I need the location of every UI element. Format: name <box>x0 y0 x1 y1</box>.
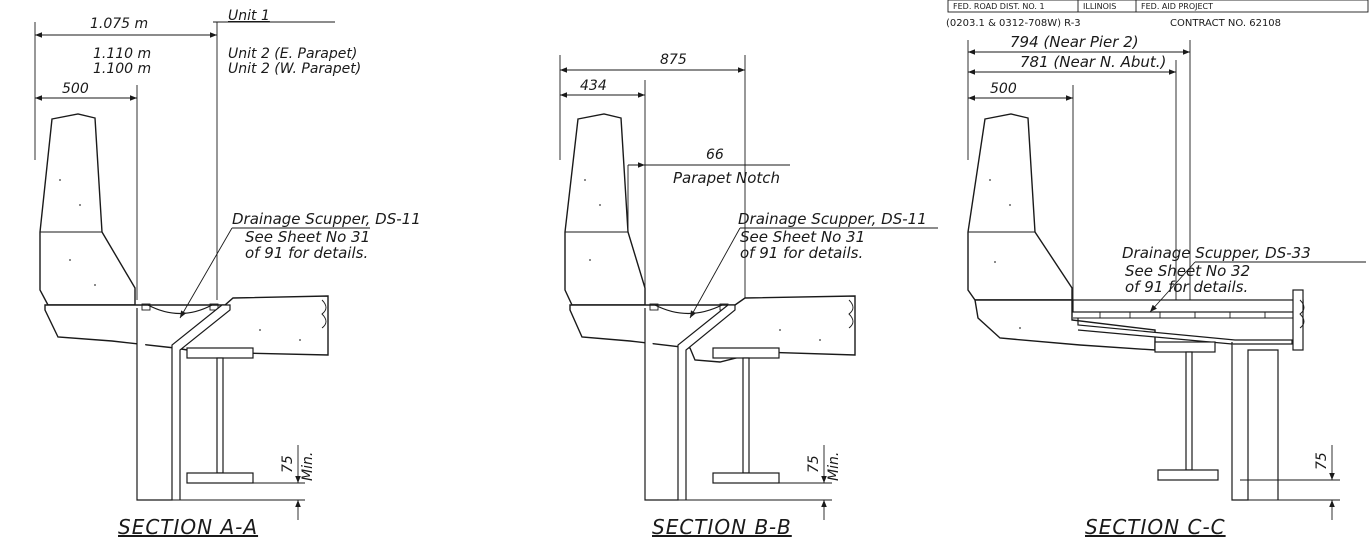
girder-top-flange-c <box>1154 341 1216 353</box>
scupper-note-c-2: See Sheet No 32 <box>1125 262 1250 280</box>
clear-min-a: Min. <box>300 452 316 481</box>
unit-2e-label: Unit 2 (E. Parapet) <box>228 46 357 62</box>
girder-web-c <box>1185 351 1193 471</box>
girder-top-flange <box>186 347 254 359</box>
dim-1110: 1.110 m <box>93 46 151 62</box>
girder-web-b <box>742 357 750 474</box>
drain-pipe <box>136 304 231 501</box>
parapet-concrete-b <box>564 113 646 306</box>
dim-1100: 1.100 m <box>93 61 151 77</box>
dim-66: 66 <box>706 147 724 163</box>
title-block-frame <box>947 0 1369 13</box>
girder-bottom-flange-c <box>1157 469 1219 481</box>
header-route: (0203.1 & 0312-708W) R-3 <box>946 18 1081 29</box>
parapet-concrete <box>39 113 136 306</box>
section-c-title: SECTION C-C <box>1085 515 1226 539</box>
title-block: FED. ROAD DIST. NO. 1 ILLINOIS FED. AID … <box>946 0 1369 29</box>
scupper-note-c-1: Drainage Scupper, DS-33 <box>1122 244 1311 262</box>
unit-2w-label: Unit 2 (W. Parapet) <box>228 61 361 77</box>
scupper-note-b-2: See Sheet No 31 <box>740 228 865 246</box>
scupper-grate <box>1072 299 1304 313</box>
dim-794: 794 (Near Pier 2) <box>1010 33 1139 51</box>
header-fed-aid: FED. AID PROJECT <box>1141 2 1213 11</box>
scupper-note-b-1: Drainage Scupper, DS-11 <box>738 210 927 228</box>
section-b-title: SECTION B-B <box>652 515 792 539</box>
girder-web <box>216 357 224 474</box>
section-a-title: SECTION A-A <box>118 515 258 539</box>
unit-1-label: Unit 1 <box>228 8 270 24</box>
drain-pipe-c <box>1231 342 1279 501</box>
scupper-note-a-2: See Sheet No 31 <box>245 228 370 246</box>
girder-bottom-flange <box>186 472 254 484</box>
header-state: ILLINOIS <box>1083 2 1116 11</box>
scupper-note-a-1: Drainage Scupper, DS-11 <box>232 210 421 228</box>
section-c-c: 794 (Near Pier 2) 781 (Near N. Abut.) 50… <box>967 33 1366 539</box>
section-b-b: 875 434 66 Parapet Notch 75 Min. Drainag… <box>559 52 938 539</box>
scupper-note-a-3: of 91 for details. <box>245 244 368 262</box>
drain-pipe-b <box>644 304 736 501</box>
scupper-note-c-3: of 91 for details. <box>1125 278 1248 296</box>
girder-top-flange-b <box>712 347 780 359</box>
dim-500: 500 <box>62 81 89 97</box>
parapet-concrete-c <box>967 113 1073 301</box>
dim-434: 434 <box>580 78 607 94</box>
dim-1075: 1.075 m <box>90 16 148 32</box>
deck-slab <box>44 295 329 356</box>
dim-500-c: 500 <box>990 81 1017 97</box>
clear-75-c: 75 <box>1314 452 1330 470</box>
parapet-notch-label: Parapet Notch <box>673 169 780 187</box>
dim-781: 781 (Near N. Abut.) <box>1020 53 1166 71</box>
header-road-dist: FED. ROAD DIST. NO. 1 <box>953 2 1045 11</box>
clear-75-b: 75 <box>806 455 822 473</box>
girder-bottom-flange-b <box>712 472 780 484</box>
section-a-a: 1.075 m Unit 1 1.110 m 1.100 m Unit 2 (E… <box>34 8 421 539</box>
dim-875: 875 <box>660 52 687 68</box>
scupper-note-b-3: of 91 for details. <box>740 244 863 262</box>
header-contract: CONTRACT NO. 62108 <box>1170 18 1281 29</box>
clear-min-b: Min. <box>826 452 842 481</box>
clear-75-a: 75 <box>280 455 296 473</box>
